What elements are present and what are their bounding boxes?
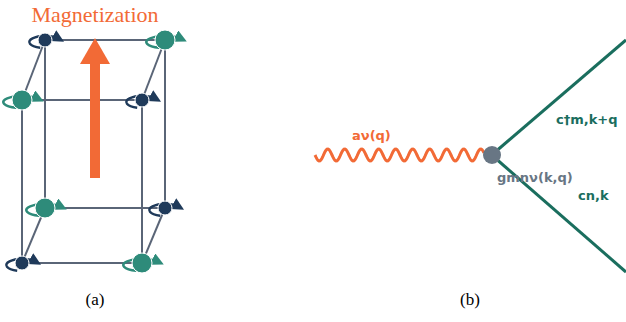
magnetization-arrowhead: [80, 38, 110, 64]
coupling-label: gmnν(k,q): [497, 170, 573, 185]
panel-label: (b): [460, 290, 480, 310]
panel-label: (a): [86, 290, 105, 310]
magnetization-arrow: [90, 62, 100, 178]
fermion-label: cn,k: [578, 188, 609, 203]
fermion-line: [494, 157, 626, 272]
atom: [35, 198, 55, 218]
atom: [15, 256, 29, 270]
atom: [155, 30, 175, 50]
fermion-line: [494, 40, 626, 153]
fermion-label: c†m,k+q: [556, 112, 618, 127]
atom: [12, 90, 32, 110]
cube: [22, 40, 165, 263]
field-label: aν(q): [352, 128, 391, 143]
atoms: [3, 30, 181, 273]
vertex-dot: [483, 146, 501, 164]
atom: [38, 33, 52, 47]
photon-wave: [315, 149, 484, 161]
atom: [135, 93, 149, 107]
atom: [158, 201, 172, 215]
atom: [132, 253, 152, 273]
title-label: Magnetization: [31, 2, 158, 28]
